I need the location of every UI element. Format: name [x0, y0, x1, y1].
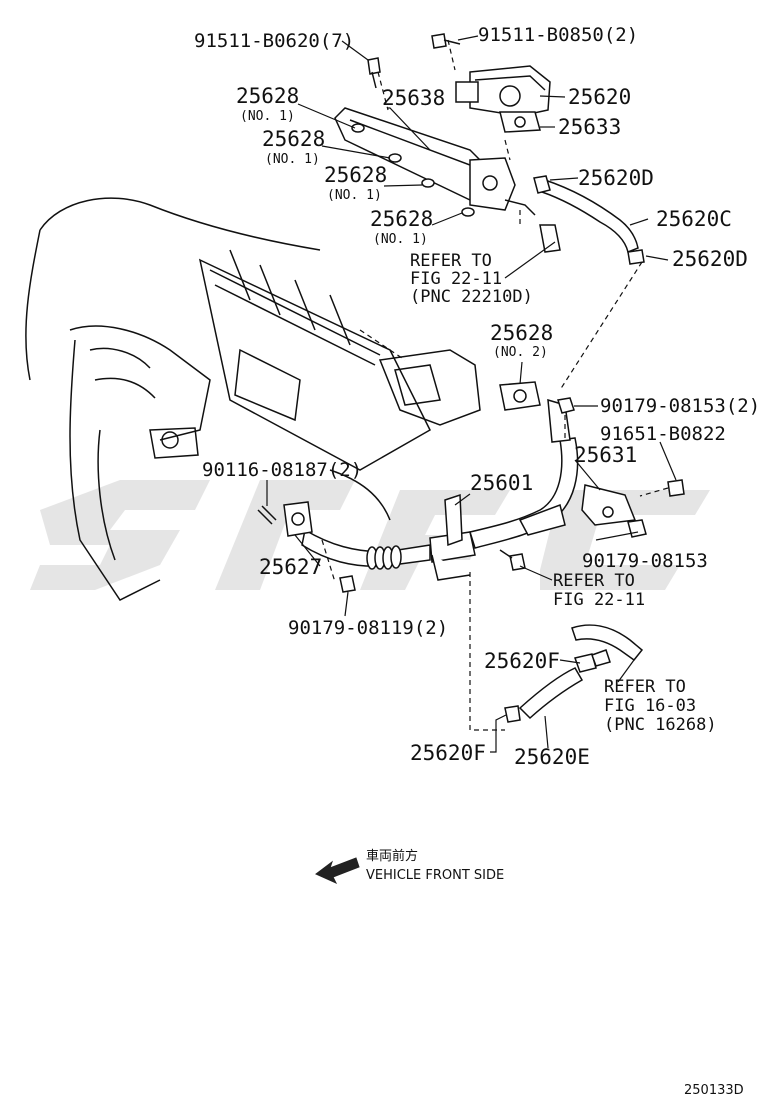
- hose-25620c: [533, 175, 645, 265]
- label-90179-08153-2: 90179-08153(2): [600, 395, 760, 417]
- label-25628-c-note: (NO. 1): [327, 188, 382, 203]
- label-90116-08187: 90116-08187(2): [202, 459, 362, 481]
- connector-tube: [539, 224, 561, 253]
- label-25620c: 25620C: [656, 207, 732, 231]
- label-25628-b-note: (NO. 1): [265, 152, 320, 167]
- egr-pipe-upper: [334, 107, 536, 216]
- label-ref2-line2: FIG 22-11: [553, 590, 645, 610]
- vehicle-front-indicator: 車両前方 VEHICLE FRONT SIDE: [315, 848, 504, 885]
- label-25628-d: 25628: [370, 207, 433, 231]
- gasket-25627: [283, 501, 313, 537]
- bellows: [366, 545, 402, 570]
- gasket-no1-set: [351, 123, 475, 217]
- figure-id: 250133D: [684, 1083, 744, 1098]
- label-25628-e-note: (NO. 2): [493, 345, 548, 360]
- label-90179-08153: 90179-08153: [582, 550, 708, 572]
- nut-90179-08153-2-icon: [557, 397, 575, 414]
- engine-outline: [25, 197, 481, 601]
- label-25620f-a: 25620F: [484, 649, 560, 673]
- assembly-dash-lines: [321, 39, 643, 731]
- leader-lines: [266, 35, 677, 753]
- label-25628-a-note: (NO. 1): [240, 109, 295, 124]
- label-25620f-b: 25620F: [410, 741, 486, 765]
- label-25633: 25633: [558, 115, 621, 139]
- nut-90179-08153-icon: [627, 519, 647, 538]
- stud-90116-08187-icon: [257, 505, 277, 525]
- label-25628-b: 25628: [262, 127, 325, 151]
- bolt-91511-b0620-icon: [367, 57, 381, 89]
- label-ref1-line1: REFER TO: [410, 251, 492, 271]
- front-jp-label: 車両前方: [366, 848, 418, 864]
- label-25628-e: 25628: [490, 321, 553, 345]
- label-25638: 25638: [382, 86, 445, 110]
- left-arrow-icon: [315, 857, 360, 885]
- bracket-25631: [581, 484, 637, 526]
- label-ref1-line3: (PNC 22210D): [410, 287, 533, 307]
- label-91651-b0822: 91651-B0822: [600, 423, 726, 445]
- label-91511-b0620: 91511-B0620(7): [194, 30, 354, 52]
- label-25628-d-note: (NO. 1): [373, 232, 428, 247]
- label-25620d-b: 25620D: [672, 247, 748, 271]
- label-25627: 25627: [259, 555, 322, 579]
- label-ref1-line2: FIG 22-11: [410, 269, 502, 289]
- part-labels: 91511-B0620(7) 91511-B0850(2) 25628 (NO.…: [194, 24, 760, 769]
- front-en-label: VEHICLE FRONT SIDE: [366, 868, 504, 883]
- label-25620d-a: 25620D: [578, 166, 654, 190]
- label-90179-08119: 90179-08119(2): [288, 617, 448, 639]
- hose-ref-16-03: [571, 624, 644, 667]
- label-ref3-line2: FIG 16-03: [604, 696, 696, 716]
- nut-90179-08119-icon: [339, 575, 356, 593]
- hose-25620e: [504, 653, 597, 723]
- label-ref3-line1: REFER TO: [604, 677, 686, 697]
- label-25620e: 25620E: [514, 745, 590, 769]
- label-25601: 25601: [470, 471, 533, 495]
- gasket-25628-no2: [499, 381, 541, 411]
- label-25620: 25620: [568, 85, 631, 109]
- bolt-91651-b0822-icon: [639, 479, 685, 497]
- label-25631: 25631: [574, 443, 637, 467]
- label-ref2-line1: REFER TO: [553, 571, 635, 591]
- bolt-91511-b0850-icon: [431, 33, 461, 49]
- label-25628-c: 25628: [324, 163, 387, 187]
- label-25628-a: 25628: [236, 84, 299, 108]
- label-ref3-line3: (PNC 16268): [604, 715, 717, 735]
- label-91511-b0850: 91511-B0850(2): [478, 24, 638, 46]
- egr-valve-assembly: [455, 65, 551, 133]
- egr-pipe-lower: [301, 398, 579, 581]
